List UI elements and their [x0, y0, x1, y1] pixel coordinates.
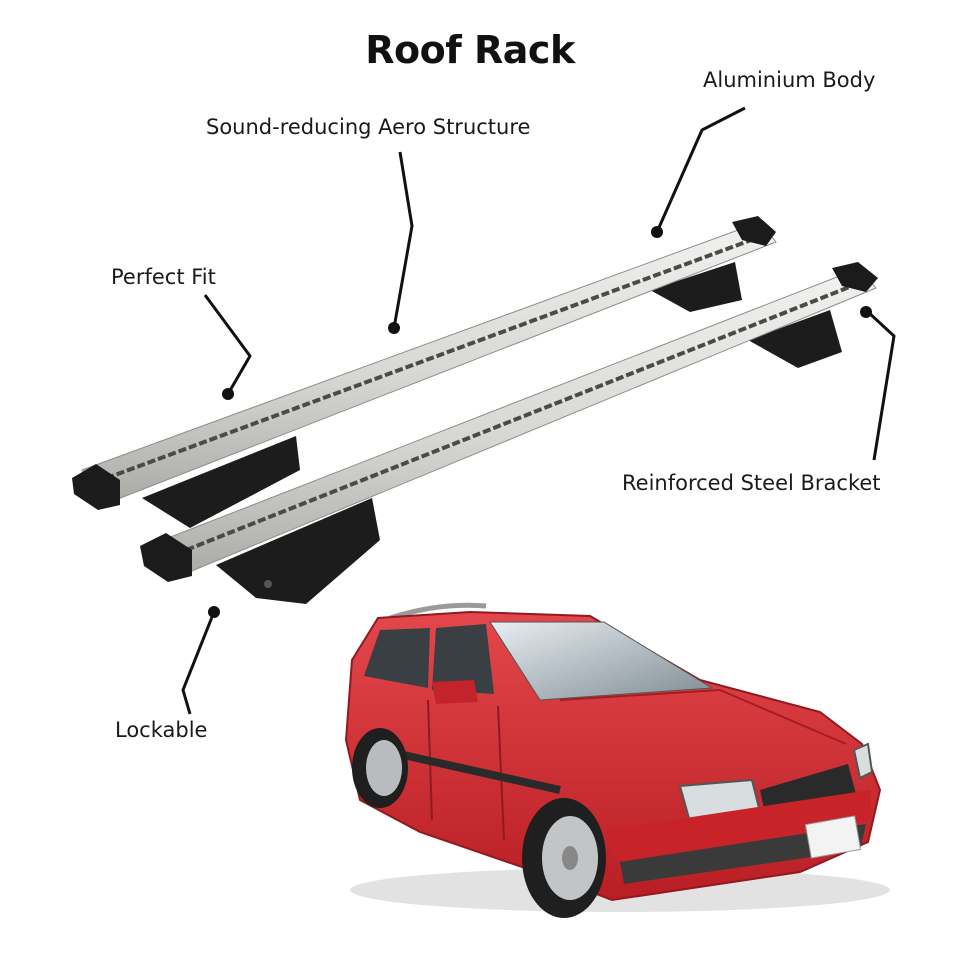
front-crossbar [140, 262, 878, 604]
callout-dots [208, 226, 872, 618]
rear-crossbar [72, 216, 777, 528]
page-title: Roof Rack [365, 28, 575, 72]
feature-label-aero-structure: Sound-reducing Aero Structure [206, 115, 531, 139]
car-illustration [344, 602, 890, 918]
feature-label-perfect-fit: Perfect Fit [111, 265, 216, 289]
feature-label-steel-bracket: Reinforced Steel Bracket [622, 471, 881, 495]
feature-label-lockable: Lockable [115, 718, 208, 742]
callout-lines [181, 106, 896, 715]
feature-label-aluminium-body: Aluminium Body [703, 68, 876, 92]
callout-steel [866, 310, 896, 461]
callout-fit [203, 294, 252, 395]
callout-aluminium [655, 106, 746, 233]
callout-aero [392, 151, 414, 329]
callout-lock [181, 611, 216, 715]
